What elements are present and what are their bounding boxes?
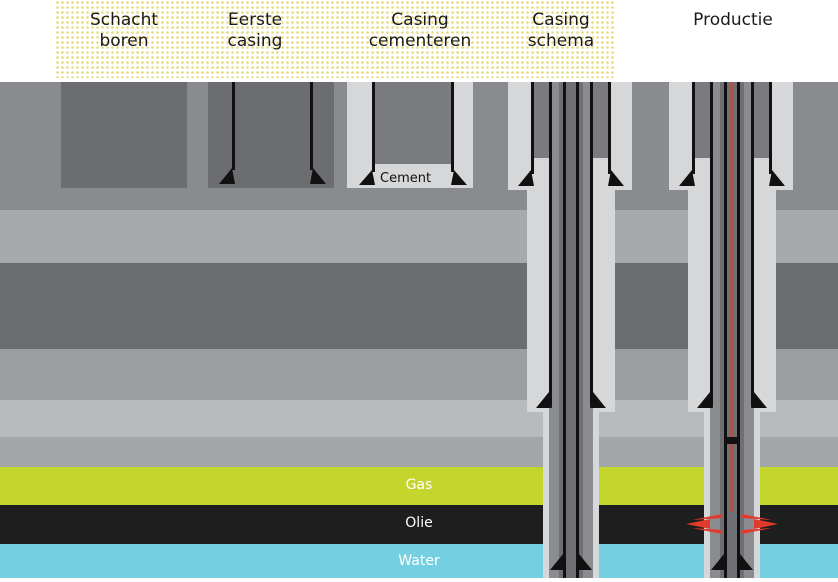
water-label: Water: [398, 553, 440, 569]
step-4-line-1: Casing: [532, 10, 590, 30]
step-label-casing-schema: Casing schema: [508, 10, 614, 52]
step-label-schacht-boren: Schacht boren: [74, 10, 174, 52]
step-4-line-2: schema: [527, 31, 595, 51]
well-step-1: [61, 82, 187, 188]
gas-label: Gas: [405, 477, 433, 493]
oil-label: Olie: [405, 515, 433, 531]
step-label-eerste-casing: Eerste casing: [205, 10, 305, 52]
step-label-productie: Productie: [678, 10, 788, 31]
gas-layer: [0, 467, 838, 505]
perforations: [686, 514, 778, 534]
rock-layer-6: [0, 437, 838, 467]
well-step-5: [669, 82, 793, 578]
well-step-4: [508, 82, 632, 578]
well-step-2: [208, 82, 334, 188]
water-layer: [0, 544, 838, 578]
step-3-line-1: Casing: [391, 10, 449, 30]
step-2-line-2: casing: [227, 31, 283, 51]
step-label-casing-cementeren: Casing cementeren: [356, 10, 484, 52]
packer: [724, 437, 740, 444]
step-1-line-2: boren: [99, 31, 149, 51]
step-1-line-1: Schacht: [89, 10, 159, 30]
sand-surface: [0, 0, 838, 82]
step-5-line-1: Productie: [693, 10, 773, 30]
step-2-line-1: Eerste: [227, 10, 283, 30]
cement-label: Cement: [380, 171, 432, 186]
well-step-3: [347, 82, 473, 188]
production-tubing: [730, 82, 733, 512]
step-3-line-2: cementeren: [368, 31, 472, 51]
